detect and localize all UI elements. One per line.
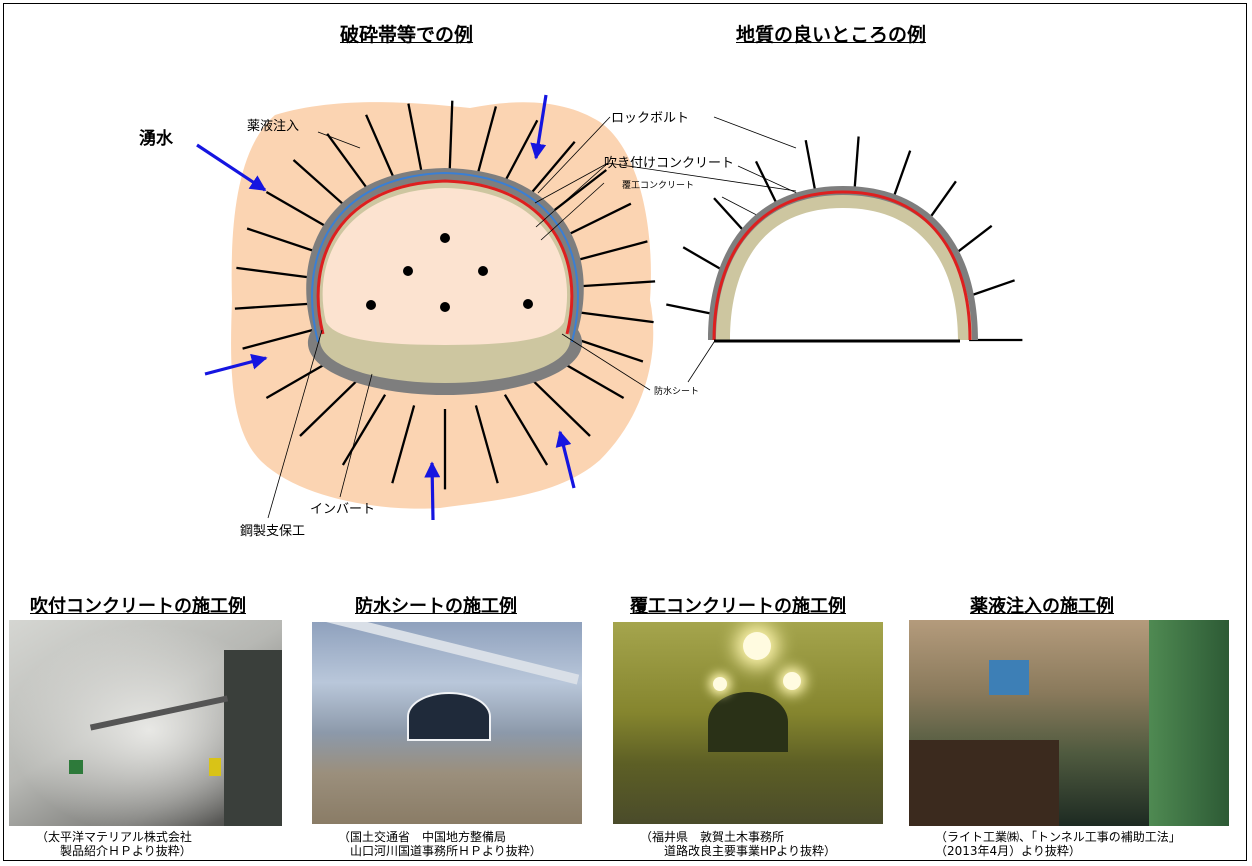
label-kousei: 鋼製支保工 <box>240 524 306 539</box>
photo-caption-4: （ライト工業㈱、「トンネル工事の補助工法」 （2013年4月）より抜粋） <box>935 830 1181 858</box>
photo-shotcrete <box>9 620 282 826</box>
blast-holes <box>366 233 533 312</box>
label-fukukou: 覆工コンクリート <box>622 181 695 191</box>
photo-title-2: 防水シートの施工例 <box>355 596 517 617</box>
photo-caption-2: （国土交通省 中国地方整備局 山口河川国道事務所ＨＰより抜粋） <box>338 830 542 858</box>
rock-bolt <box>341 394 387 466</box>
label-bousui: 防水シート <box>654 387 700 397</box>
rock-bolt <box>448 100 454 182</box>
photo-caption-3: （福井県 敦賀土木事務所 道路改良主要事業HPより抜粋） <box>640 830 837 858</box>
label-yakueki: 薬液注入 <box>247 119 300 134</box>
rock-bolt <box>529 376 591 437</box>
rock-bolt <box>299 376 361 437</box>
rock-bolt <box>503 394 549 466</box>
photo-waterproof-sheet <box>312 622 582 824</box>
label-yusui: 湧水 <box>139 129 173 149</box>
rock-bolt <box>407 103 425 183</box>
label-rockbolt: ロックボルト <box>611 111 690 126</box>
rock-bolt <box>474 405 499 484</box>
photo-chemical-grouting <box>909 620 1229 826</box>
photo-title-1: 吹付コンクリートの施工例 <box>30 596 246 617</box>
heading-fractured-zone: 破砕帯等での例 <box>340 24 474 46</box>
steel-support-right <box>712 190 972 341</box>
steel-support <box>316 179 574 335</box>
page-frame <box>3 3 1247 861</box>
photo-title-3: 覆工コンクリートの施工例 <box>630 596 846 617</box>
heading-good-geology: 地質の良いところの例 <box>736 24 927 46</box>
label-invert: インバート <box>310 502 376 517</box>
photo-caption-1: （太平洋マテリアル株式会社 製品紹介ＨＰより抜粋） <box>36 830 192 858</box>
waterproof-sheet <box>311 171 579 343</box>
photo-lining-concrete <box>613 622 883 824</box>
rock-bolt <box>391 405 416 484</box>
label-fukitsuke: 吹き付けコンクリート <box>604 156 735 171</box>
water-inflow-arrows <box>196 94 576 521</box>
photo-title-4: 薬液注入の施工例 <box>970 596 1114 617</box>
tunnel-interior <box>322 188 568 345</box>
